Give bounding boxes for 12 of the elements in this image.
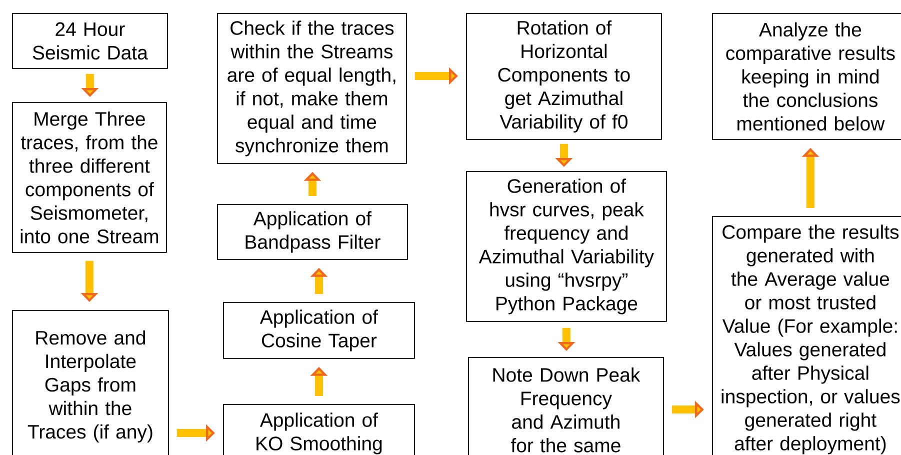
process-box: Note Down Peak Frequency and Azimuth for the same [468,357,664,455]
process-box: Check if the traces within the Streams are of equal length, if not, make them equal and time synchronize them [217,13,407,164]
process-box: Application of Cosine Taper [223,302,415,359]
process-box: Application of KO Smoothing [223,404,415,455]
process-box: Compare the results generated with the Average value or most trusted Value (For example: Values generated after Physical inspection, or values generated right after deployment) [712,216,901,455]
process-box: Generation of hvsr curves, peak frequency and Azimuthal Variability using “hvsrpy” Python Package [466,171,667,322]
process-box: Analyze the comparative results keeping in mind the conclusions mentioned below [712,13,901,140]
process-box: 24 Hour Seismic Data [12,13,168,69]
process-box: Application of Bandpass Filter [217,204,408,260]
process-box: Merge Three traces, from the three different components of Seismometer, into one Stream [12,102,167,253]
process-box: Rotation of Horizontal Components to get Azimuthal Variability of f0 [466,13,662,140]
process-box: Remove and Interpolate Gaps from within the Traces (if any) [12,310,169,455]
